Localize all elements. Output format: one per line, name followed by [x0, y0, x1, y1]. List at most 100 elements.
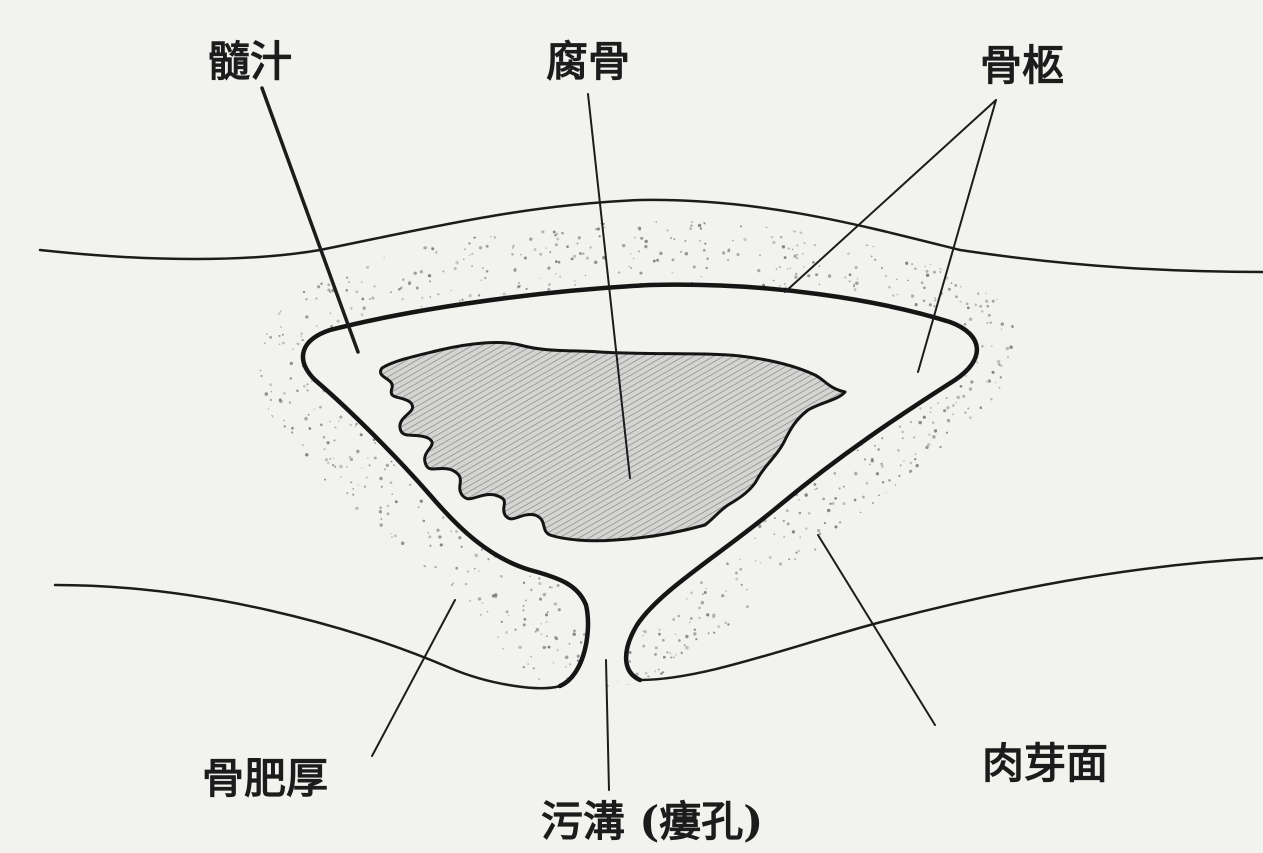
stipple-dot	[555, 243, 558, 246]
stipple-dot	[842, 502, 845, 505]
stipple-dot	[725, 590, 727, 592]
stipple-dot	[387, 505, 389, 507]
stipple-dot	[455, 567, 458, 570]
stipple-dot	[380, 523, 383, 526]
stipple-dot	[391, 536, 393, 538]
stipple-dot	[797, 258, 799, 260]
stipple-dot	[506, 610, 509, 613]
stipple-dot	[303, 291, 305, 293]
stipple-dot	[926, 274, 929, 277]
stipple-dot	[547, 611, 549, 613]
stipple-dot	[545, 613, 548, 616]
stipple-dot	[503, 293, 506, 296]
stipple-dot	[547, 288, 550, 291]
stipple-dot	[805, 527, 807, 529]
stipple-dot	[279, 400, 282, 403]
stipple-dot	[800, 232, 802, 234]
stipple-dot	[794, 276, 797, 279]
stipple-dot	[437, 293, 439, 295]
stipple-dot	[741, 584, 743, 586]
stipple-dot	[847, 252, 850, 255]
stipple-dot	[1000, 376, 1002, 378]
stipple-dot	[546, 635, 548, 637]
stipple-dot	[358, 484, 360, 486]
stipple-dot	[434, 566, 436, 568]
stipple-dot	[469, 600, 471, 602]
stipple-dot	[717, 625, 720, 628]
stipple-dot	[869, 463, 871, 465]
stipple-dot	[545, 247, 547, 249]
stipple-dot	[554, 602, 557, 605]
stipple-dot	[391, 461, 393, 463]
stipple-dot	[914, 458, 916, 460]
stipple-dot	[658, 633, 661, 636]
stipple-dot	[471, 265, 473, 267]
stipple-dot	[654, 653, 657, 656]
stipple-dot	[350, 307, 352, 309]
stipple-dot	[773, 533, 775, 535]
stipple-dot	[985, 300, 988, 303]
stipple-dot	[799, 512, 802, 515]
stipple-dot	[645, 240, 648, 243]
stipple-dot	[486, 245, 489, 248]
stipple-dot	[538, 678, 540, 680]
stipple-dot	[401, 542, 405, 546]
stipple-dot	[694, 629, 696, 631]
stipple-dot	[348, 281, 350, 283]
stipple-dot	[675, 633, 677, 635]
stipple-dot	[903, 460, 905, 462]
stipple-dot	[739, 559, 740, 560]
stipple-dot	[701, 276, 703, 278]
stipple-dot	[530, 656, 532, 658]
stipple-dot	[727, 259, 729, 261]
stipple-dot	[569, 663, 571, 665]
stipple-dot	[269, 383, 272, 386]
stipple-dot	[315, 297, 317, 299]
stipple-dot	[832, 502, 835, 505]
stipple-dot	[927, 443, 930, 446]
stipple-dot	[542, 646, 545, 649]
stipple-dot	[440, 543, 443, 546]
stipple-dot	[541, 633, 543, 635]
stipple-dot	[812, 261, 815, 264]
stipple-dot	[947, 419, 951, 423]
stipple-dot	[573, 629, 576, 632]
stipple-dot	[698, 607, 701, 610]
stipple-dot	[300, 335, 302, 337]
stipple-dot	[992, 371, 995, 374]
stipple-dot	[471, 253, 473, 255]
stipple-dot	[645, 672, 648, 675]
stipple-dot	[631, 267, 633, 269]
stipple-dot	[380, 518, 382, 520]
stipple-dot	[787, 522, 790, 525]
stipple-dot	[834, 525, 837, 528]
stipple-dot	[898, 475, 900, 477]
stipple-dot	[526, 288, 528, 290]
stipple-dot	[685, 646, 689, 650]
stipple-dot	[703, 249, 706, 252]
stipple-dot	[455, 261, 459, 265]
stipple-dot	[421, 297, 423, 299]
stipple-dot	[420, 270, 423, 273]
stipple-dot	[946, 406, 949, 409]
stipple-dot	[910, 462, 913, 465]
stipple-dot	[880, 463, 882, 465]
stipple-dot	[822, 498, 825, 501]
stipple-dot	[969, 416, 972, 419]
stipple-dot	[525, 600, 527, 602]
stipple-dot	[478, 570, 480, 572]
stipple-dot	[334, 426, 336, 428]
stipple-dot	[327, 462, 330, 465]
stipple-dot	[937, 402, 939, 404]
stipple-dot	[559, 276, 561, 278]
stipple-dot	[573, 633, 576, 636]
stipple-dot	[828, 274, 831, 277]
stipple-dot	[565, 666, 567, 668]
stipple-dot	[554, 234, 556, 236]
stipple-dot	[674, 238, 676, 240]
stipple-dot	[974, 303, 977, 306]
stipple-dot	[290, 362, 293, 365]
stipple-dot	[699, 240, 701, 242]
stipple-dot	[546, 621, 548, 623]
stipple-dot	[402, 278, 404, 280]
